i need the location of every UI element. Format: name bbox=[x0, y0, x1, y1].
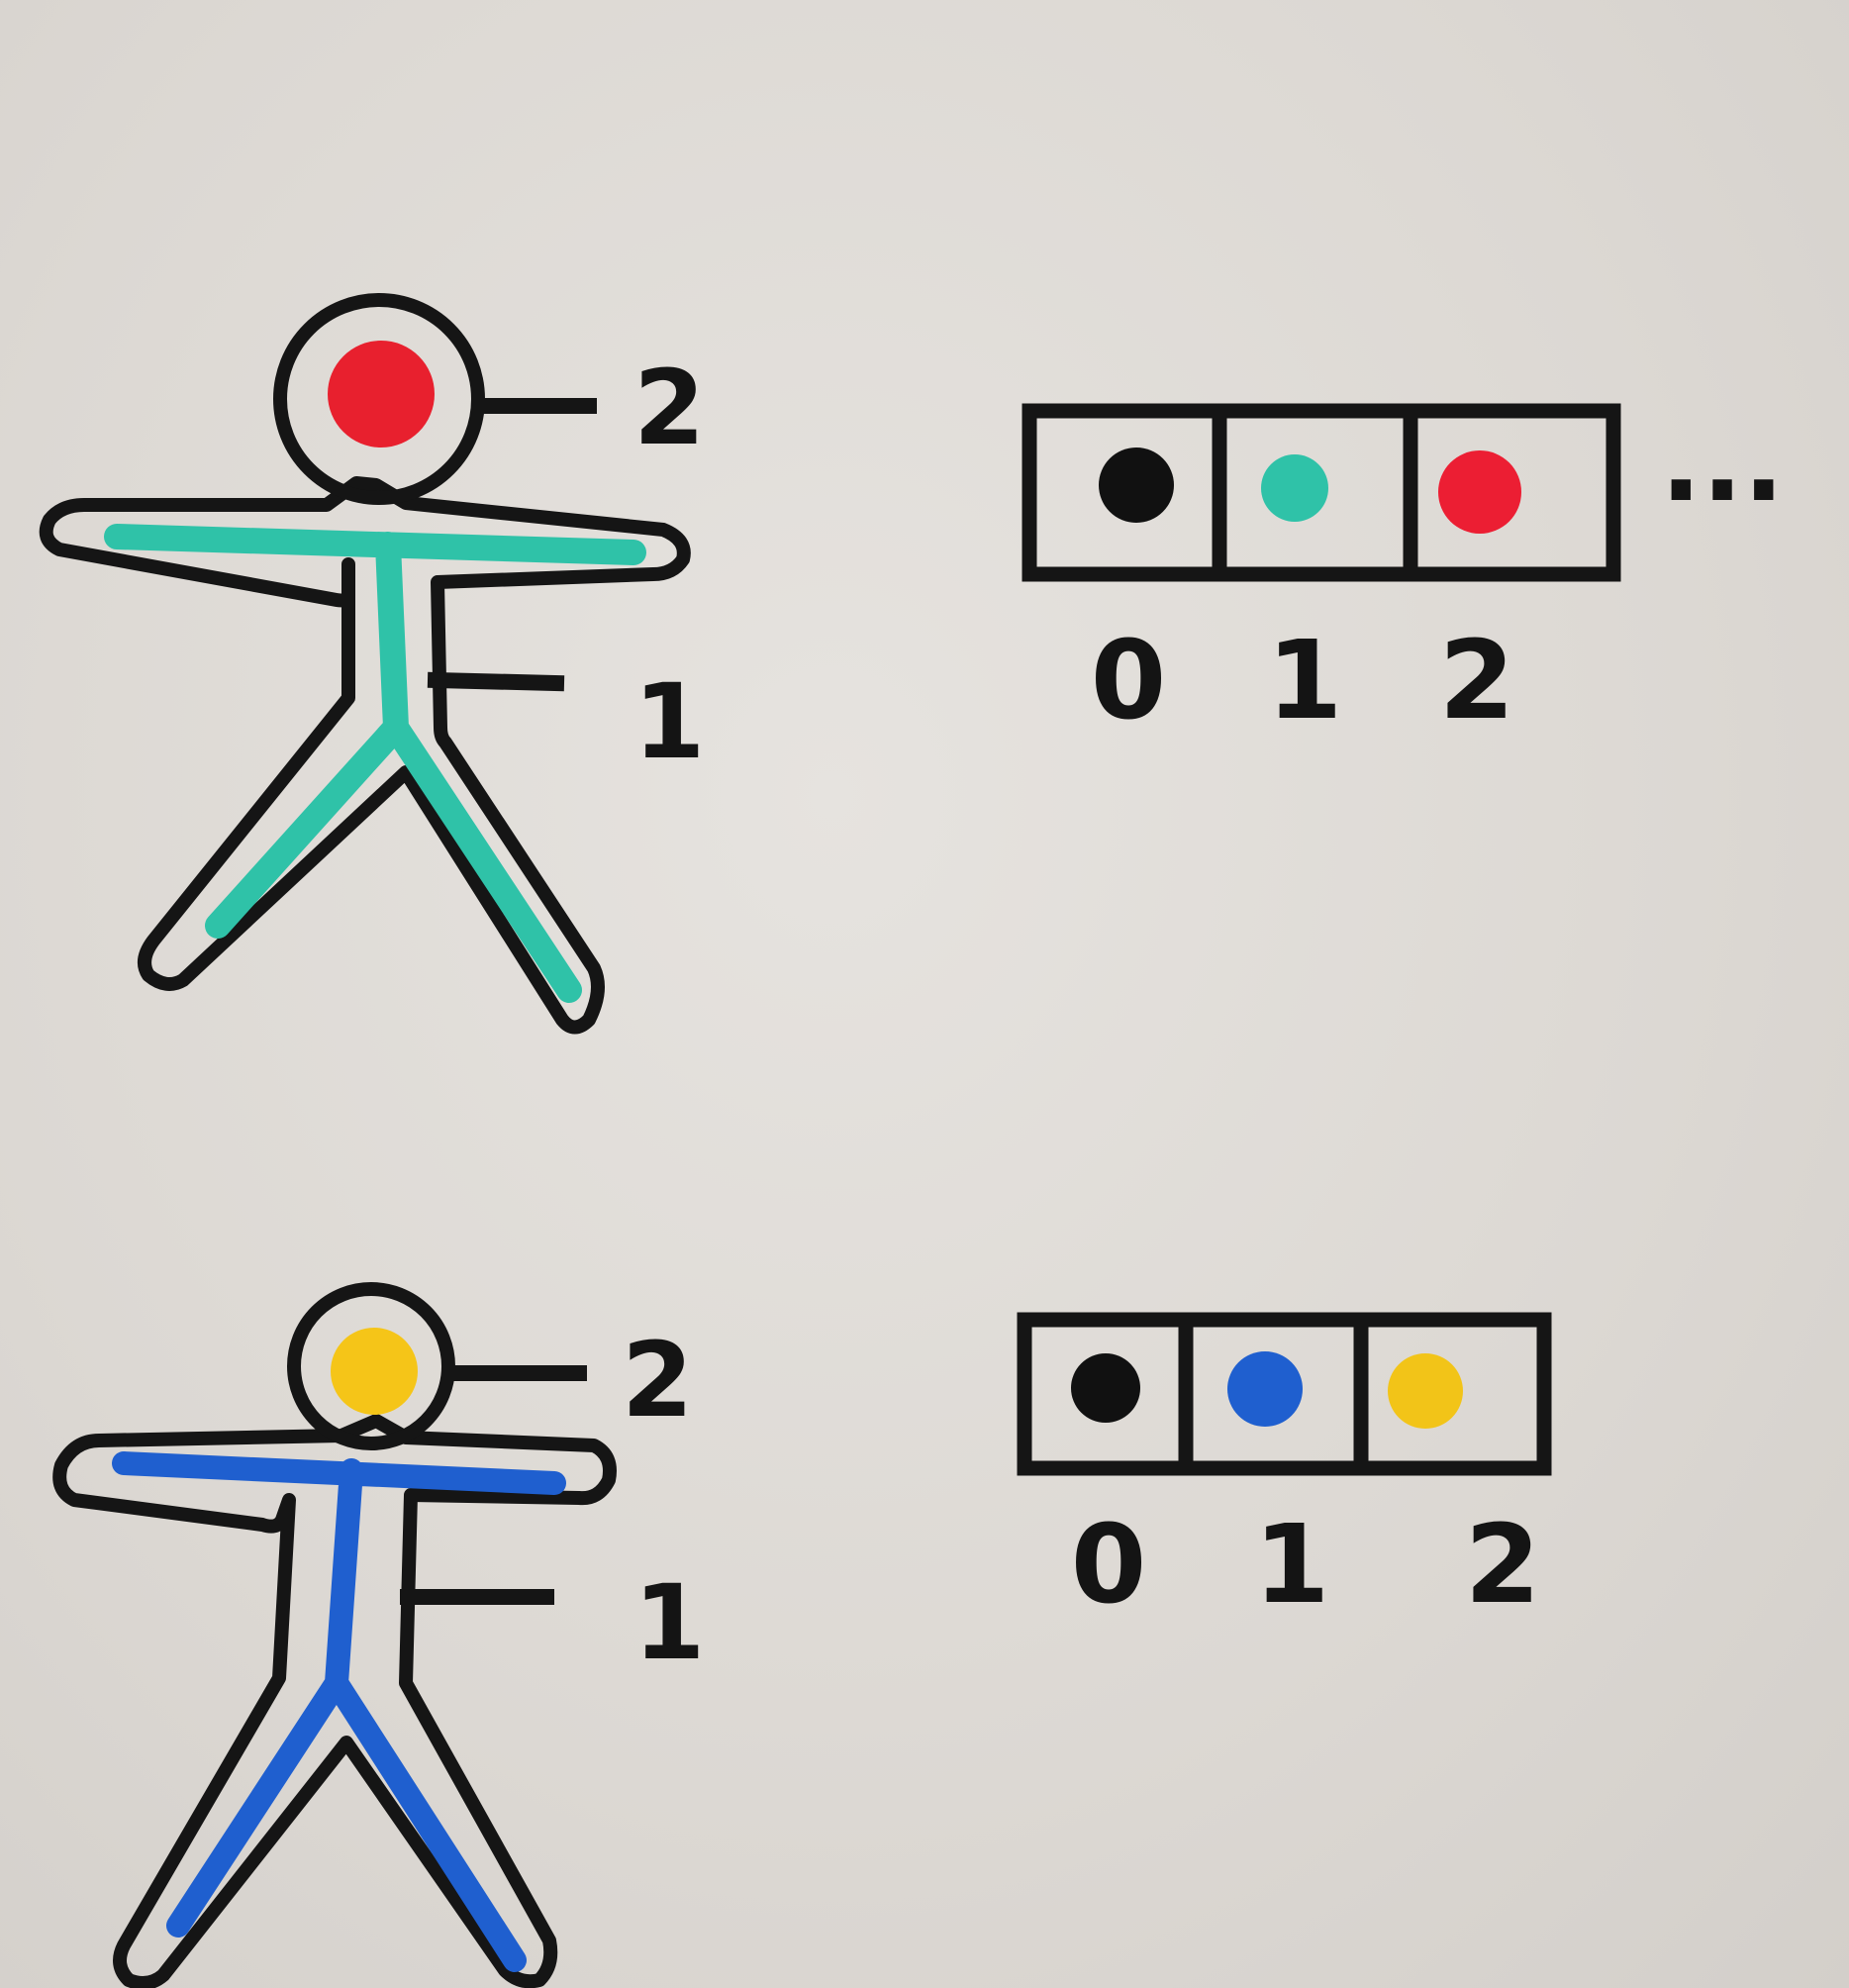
array-2-cell-1-dot bbox=[1227, 1351, 1303, 1427]
array-2-box bbox=[1017, 1312, 1552, 1476]
figure-1-body-fill bbox=[104, 524, 646, 1003]
figure-2-body-fill bbox=[112, 1451, 566, 1972]
array-1-index-2: 2 bbox=[1439, 617, 1515, 744]
array-1-index-1: 1 bbox=[1267, 617, 1343, 744]
figure-1-body-outline bbox=[39, 476, 691, 1035]
array-1-continuation: ... bbox=[1660, 399, 1784, 526]
array-1-box bbox=[1022, 403, 1621, 582]
array-1-cell-1-dot bbox=[1261, 454, 1328, 522]
figure-1-body-pointer bbox=[427, 671, 565, 692]
figure-1-head-label: 2 bbox=[633, 348, 705, 468]
array-1-index-0: 0 bbox=[1091, 617, 1167, 744]
array-2-index-1: 1 bbox=[1254, 1501, 1330, 1628]
figure-2-head-fill bbox=[331, 1328, 418, 1415]
array-2-cell-0-dot bbox=[1071, 1353, 1140, 1423]
figure-2-head-outline bbox=[287, 1282, 455, 1450]
array-2-index-2: 2 bbox=[1465, 1501, 1541, 1628]
array-2-index-0: 0 bbox=[1071, 1501, 1147, 1628]
stick-figure-2: 2 1 bbox=[52, 1282, 705, 1988]
figure-1-body-label: 1 bbox=[633, 661, 705, 782]
array-1-cell-2-dot bbox=[1438, 450, 1521, 534]
array-2-cell-2-dot bbox=[1388, 1353, 1463, 1429]
color-array-1: 0 1 2 ... bbox=[1022, 399, 1785, 744]
figure-1-head-fill bbox=[328, 341, 435, 447]
figure-2-body-outline bbox=[52, 1414, 617, 1988]
color-array-2: 0 1 2 bbox=[1017, 1312, 1552, 1628]
figure-2-body-label: 1 bbox=[633, 1562, 705, 1683]
figure-2-head-label: 2 bbox=[622, 1320, 693, 1441]
stick-figure-1: 2 1 bbox=[39, 293, 705, 1035]
array-1-cell-0-dot bbox=[1099, 447, 1174, 523]
